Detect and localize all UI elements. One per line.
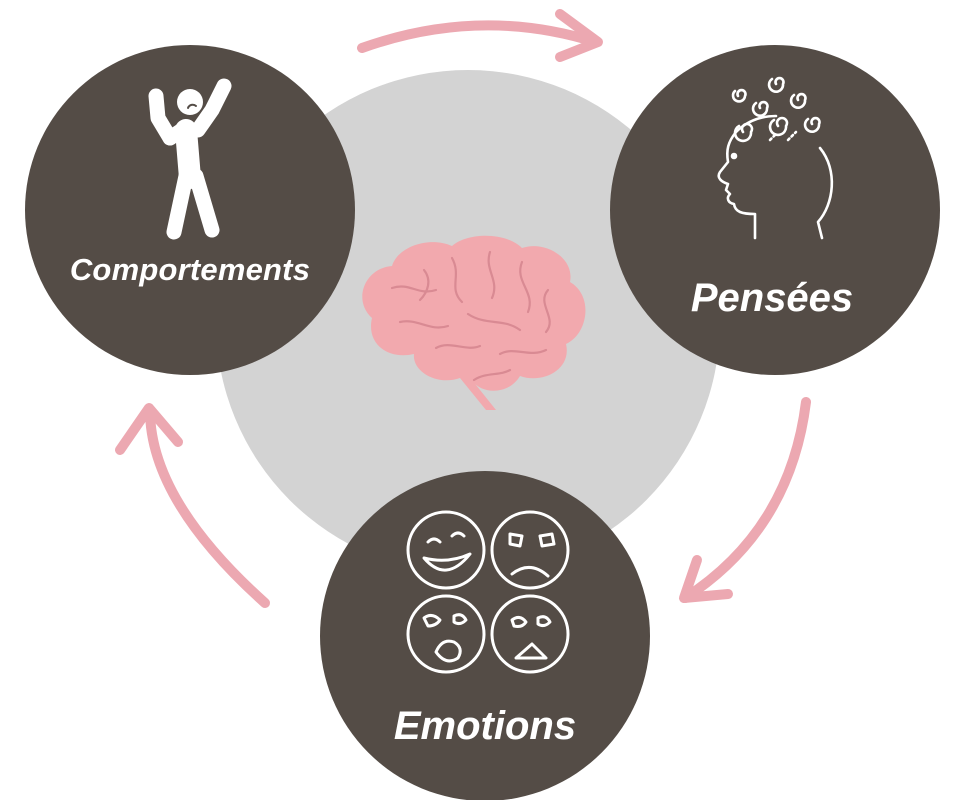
arrow-emotions-to-comportements-head bbox=[115, 403, 183, 455]
faces-emotions-icon bbox=[406, 510, 570, 674]
node-pensees bbox=[610, 45, 940, 375]
arrow-pensees-to-emotions bbox=[680, 397, 811, 603]
arrow-emotions-to-comportements bbox=[145, 405, 270, 608]
label-emotions: Emotions bbox=[393, 704, 577, 748]
node-comportements bbox=[25, 45, 355, 375]
label-comportements: Comportements bbox=[69, 252, 311, 287]
arrow-comportements-to-pensees bbox=[357, 20, 600, 53]
person-dancing-icon bbox=[148, 78, 232, 240]
arrow-pensees-to-emotions-head bbox=[679, 555, 733, 603]
brain-icon bbox=[362, 235, 586, 410]
head-thoughts-icon bbox=[717, 76, 834, 240]
arrow-comportements-to-pensees-head bbox=[555, 9, 603, 62]
label-pensees: Pensées bbox=[690, 276, 854, 320]
